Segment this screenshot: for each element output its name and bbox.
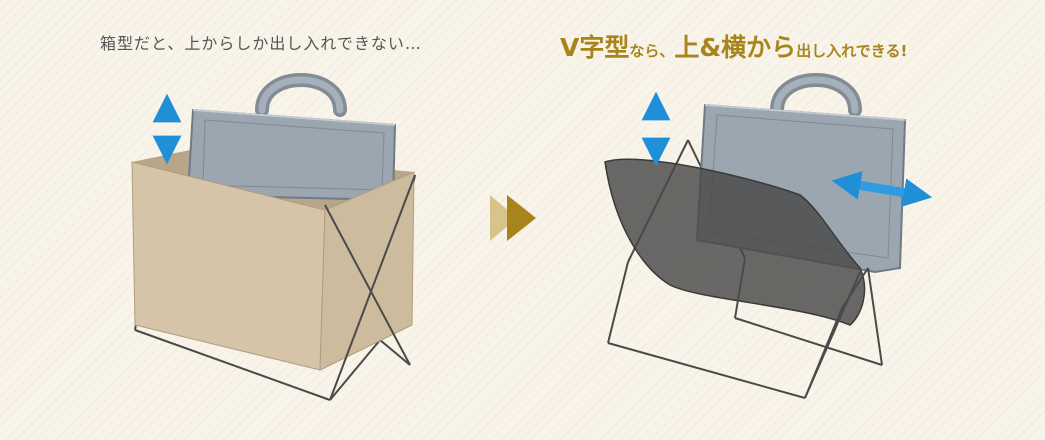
box-x-frame <box>324 174 416 401</box>
bag-left <box>186 73 397 202</box>
caption-v-type-part4: 出し入れできる! <box>796 42 908 60</box>
box-type-illustration <box>131 73 416 401</box>
caption-v-type: V字型なら、上&横から出し入れできる! <box>560 28 907 64</box>
caption-v-type-part3: 上&横から <box>674 33 797 62</box>
v-mesh-sling <box>604 158 866 326</box>
box-side <box>319 171 415 371</box>
caption-v-type-part1: V字型 <box>560 33 630 62</box>
double-chevron-right-icon <box>490 195 536 241</box>
caption-v-type-part2: なら、 <box>629 42 675 60</box>
v-type-illustration <box>604 73 933 399</box>
leftright-arrow-icon <box>831 171 933 207</box>
v-frame-front <box>607 257 883 399</box>
caption-box-type: 箱型だと、上からしか出し入れできない… <box>100 34 422 53</box>
